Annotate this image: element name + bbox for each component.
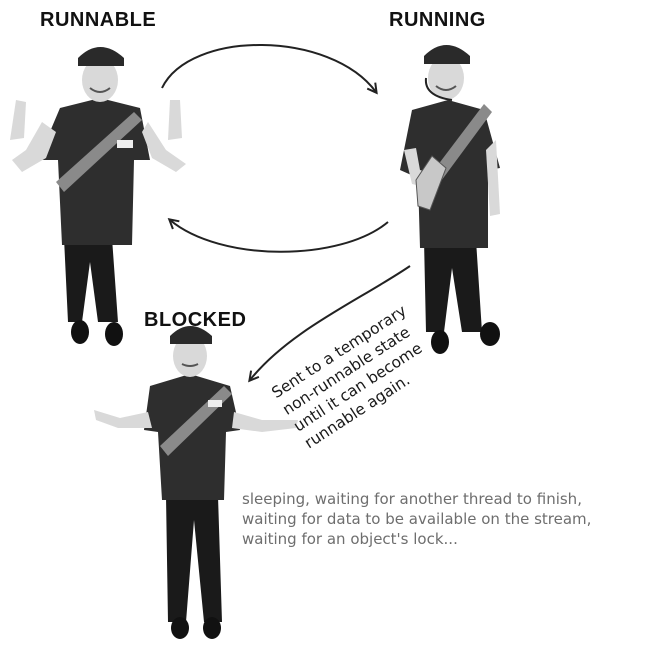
person-running	[400, 45, 500, 354]
blocked-annotation-line: sleeping, waiting for another thread to …	[242, 490, 582, 508]
blocked-annotation-line: waiting for an object's lock...	[242, 530, 458, 548]
blocked-state-label: BLOCKED	[144, 309, 247, 331]
blocked-annotation-line: waiting for data to be available on the …	[242, 510, 592, 528]
running-state-label: RUNNING	[389, 9, 486, 31]
person-blocked	[94, 326, 298, 639]
runnable-state-label: RUNNABLE	[40, 9, 157, 31]
person-runnable	[10, 47, 186, 346]
arrow-running-to-runnable	[170, 220, 389, 253]
arrow-running-to-blocked	[250, 265, 411, 380]
arrow-runnable-to-running	[161, 44, 376, 92]
blocked-annotation: sleeping, waiting for another thread to …	[242, 489, 642, 549]
